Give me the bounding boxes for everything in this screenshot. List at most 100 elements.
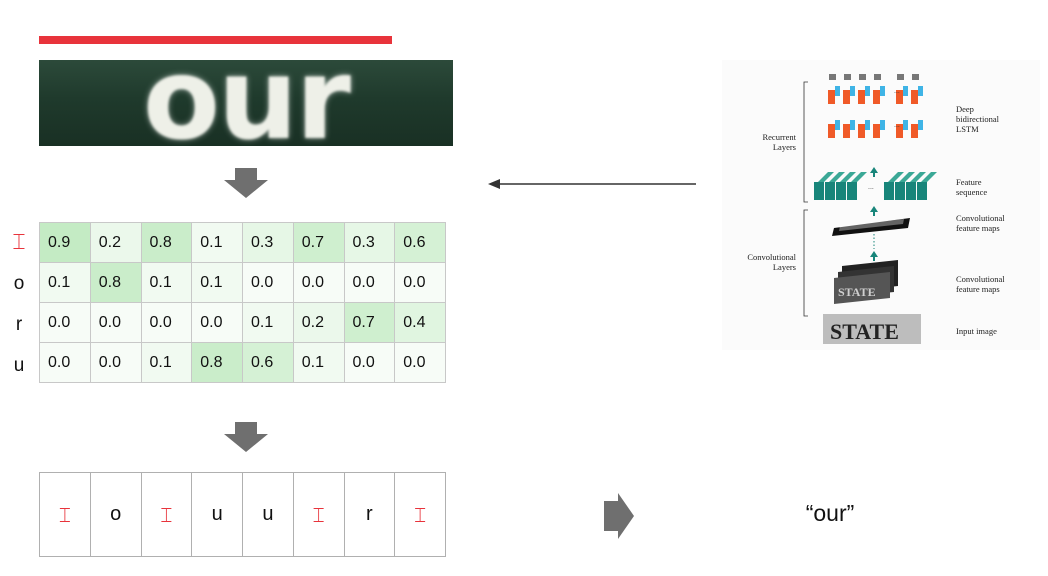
lstm-output-cell: [874, 74, 881, 80]
matrix-cell: 0.0: [292, 262, 345, 303]
feature-column-icon: [836, 182, 846, 200]
crnn-architecture-figure: ... ... ... STATE STATE Recu: [722, 60, 1040, 350]
matrix-cell: 0.6: [394, 222, 446, 263]
row-label-r: r: [15, 314, 23, 335]
row-label-u: u: [13, 355, 25, 376]
matrix-cell: 0.0: [343, 262, 396, 303]
matrix-cell: 0.3: [343, 222, 396, 263]
lstm-output-cell: [912, 74, 919, 80]
lstm-cell-icon: [865, 120, 870, 130]
feature-column-icon: [829, 172, 845, 182]
matrix-cell: 0.2: [89, 222, 142, 263]
lstm-cell-icon: [843, 124, 850, 138]
feature-ellipsis: ...: [868, 184, 874, 191]
lstm-cell-icon: [918, 86, 923, 96]
crnn-diagram: ... ... ... STATE STATE: [803, 74, 937, 344]
feature-column-icon: [851, 172, 867, 182]
lstm-cell-icon: [903, 86, 908, 96]
matrix-cell: 0.1: [242, 302, 294, 343]
matrix-cell: 0.1: [39, 262, 91, 303]
lstm-output-cell: [859, 74, 866, 80]
matrix-cell: 0.0: [191, 302, 243, 343]
sequence-blank-cell: ⌶: [39, 472, 91, 557]
lstm-cell-icon: [880, 86, 885, 96]
feature-column-icon: [888, 172, 904, 182]
lstm-cell-icon: [896, 90, 903, 104]
matrix-cell: 0.3: [242, 222, 294, 263]
matrix-cell: 0.0: [140, 302, 193, 343]
sequence-cell: u: [191, 472, 243, 557]
lstm-grid: [828, 74, 923, 138]
accent-bar: [39, 36, 392, 44]
recurrent-bracket: [803, 81, 808, 203]
matrix-cell: 0.0: [394, 262, 446, 303]
feature-column-icon: [895, 182, 905, 200]
crnn-input-image: STATE: [823, 314, 921, 344]
lstm-cell-icon: [873, 124, 880, 138]
row-label-o: o: [13, 273, 25, 294]
matrix-cell: 0.6: [242, 342, 294, 383]
feature-column-icon: [884, 182, 894, 200]
input-image-label: Input image: [956, 326, 997, 336]
matrix-cell: 0.9: [39, 222, 91, 263]
up-arrow-icon: [870, 167, 878, 261]
matrix-cell: 0.0: [39, 342, 91, 383]
matrix-cell: 0.1: [292, 342, 345, 383]
lstm-cell-icon: [911, 124, 918, 138]
feature-column-icon: [910, 172, 926, 182]
lstm-cell-icon: [873, 90, 880, 104]
decoded-result: “our”: [805, 500, 855, 526]
sequence-blank-cell: ⌶: [140, 472, 193, 557]
matrix-cell: 0.1: [191, 262, 243, 303]
matrix-cell: 0.8: [89, 262, 142, 303]
feature-column-icon: [899, 172, 915, 182]
matrix-row-labels: ⌶ o r u: [6, 222, 32, 386]
matrix-cell: 0.8: [140, 222, 193, 263]
input-word-image: our: [39, 60, 453, 146]
lstm-cell-icon: [880, 120, 885, 130]
matrix-cell: 0.4: [394, 302, 446, 343]
lstm-cell-icon: [828, 90, 835, 104]
convolutional-bracket: [803, 209, 808, 317]
lstm-ellipsis-top: ...: [894, 88, 900, 95]
lstm-cell-icon: [850, 120, 855, 130]
lstm-ellipsis-mid: ...: [894, 122, 900, 129]
lstm-output-cell: [844, 74, 851, 80]
conv-maps-top-label: Convolutional feature maps: [956, 213, 1005, 233]
lstm-cell-icon: [896, 124, 903, 138]
lstm-cell-icon: [835, 120, 840, 130]
matrix-cell: 0.0: [89, 342, 142, 383]
sequence-blank-cell: ⌶: [394, 472, 446, 557]
matrix-cell: 0.2: [292, 302, 345, 343]
lstm-cell-icon: [911, 90, 918, 104]
lstm-cell-icon: [858, 124, 865, 138]
conv-map-word: STATE: [838, 285, 876, 299]
matrix-cell: 0.0: [242, 262, 294, 303]
recurrent-layers-label: Recurrent Layers: [762, 132, 796, 152]
feature-column-icon: [840, 172, 856, 182]
down-arrow-icon: [224, 422, 268, 452]
lstm-cell-icon: [850, 86, 855, 96]
conv-maps-bottom-label: Convolutional feature maps: [956, 274, 1005, 294]
down-arrow-icon: [224, 168, 268, 198]
lstm-cell-icon: [843, 90, 850, 104]
sequence-blank-cell: ⌶: [292, 472, 345, 557]
lstm-output-cell: [829, 74, 836, 80]
lstm-cell-icon: [865, 86, 870, 96]
matrix-cell: 0.0: [89, 302, 142, 343]
sequence-cell: r: [343, 472, 396, 557]
feature-column-icon: [825, 182, 835, 200]
conv-maps-top: [832, 218, 910, 236]
matrix-cell: 0.0: [394, 342, 446, 383]
matrix-cell: 0.1: [140, 342, 193, 383]
input-word-text: our: [143, 60, 351, 146]
feature-column-icon: [921, 172, 937, 182]
lstm-cell-icon: [903, 120, 908, 130]
crnn-input-word: STATE: [830, 319, 899, 344]
row-label-blank: ⌶: [12, 230, 26, 255]
feature-column-icon: [818, 172, 834, 182]
